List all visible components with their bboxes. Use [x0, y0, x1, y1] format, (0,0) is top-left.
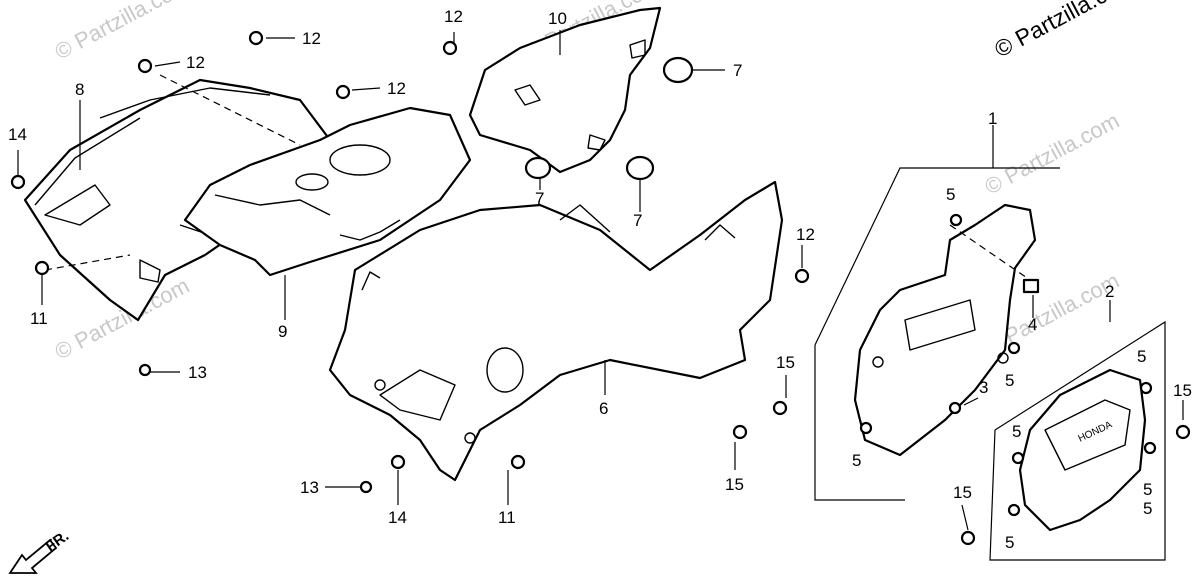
callout-11-bottom[interactable]: 11: [498, 508, 516, 527]
part-6-rear-fender-main: [328, 180, 784, 482]
callout-12-e[interactable]: 12: [796, 225, 815, 244]
part-9-center-panel: [183, 106, 472, 277]
callout-10[interactable]: 10: [548, 9, 567, 28]
callout-5-h[interactable]: 5: [1143, 499, 1152, 518]
callout-14-bottom[interactable]: 14: [388, 508, 407, 527]
callout-15-d[interactable]: 15: [953, 483, 972, 502]
grommet-group: [524, 56, 694, 181]
callout-labels: 14 8 12 12 12 12 10 7 7 7 11 9 13 12 6 1…: [8, 7, 1192, 552]
part-8-rear-fender-left: [23, 78, 332, 322]
callout-12-b[interactable]: 12: [302, 29, 321, 48]
callout-14-left[interactable]: 14: [8, 125, 27, 144]
nut-icon: [1143, 441, 1157, 455]
callout-11-left[interactable]: 11: [30, 309, 48, 328]
bolt-icon: [960, 530, 976, 546]
front-direction-indicator: FR.: [8, 527, 72, 574]
grommet-icon: [625, 155, 655, 181]
watermark-6: © Partzilla.com: [981, 108, 1124, 200]
bolt-icon: [34, 260, 50, 276]
bolt-icon: [1175, 424, 1191, 440]
callout-13-bottom[interactable]: 13: [300, 478, 319, 497]
nut-icon: [1007, 503, 1021, 517]
callout-5-c[interactable]: 5: [852, 451, 861, 470]
callout-5-f[interactable]: 5: [1143, 480, 1152, 499]
grommet-icon: [662, 56, 694, 84]
nut-icon: [949, 213, 963, 227]
callout-7-c[interactable]: 7: [633, 211, 642, 230]
front-arrow-icon: [8, 538, 58, 574]
nut-icon: [1007, 341, 1021, 355]
grommet-icon: [524, 156, 552, 180]
callout-7-a[interactable]: 7: [733, 61, 742, 80]
callout-7-b[interactable]: 7: [535, 189, 544, 208]
callout-6[interactable]: 6: [599, 399, 608, 418]
part-1-bracket-plate: [853, 203, 1037, 457]
callout-5-b[interactable]: 5: [1005, 371, 1014, 390]
bolt-icon: [772, 400, 788, 416]
callout-12-a[interactable]: 12: [186, 53, 205, 72]
callout-8[interactable]: 8: [75, 80, 84, 99]
callout-5-a[interactable]: 5: [946, 185, 955, 204]
leader-lines: [17, 30, 1184, 531]
clip-icon: [248, 30, 264, 46]
bolt-icon: [510, 454, 526, 470]
callout-1[interactable]: 1: [988, 109, 997, 128]
watermark-corner: © Partzilla.com: [990, 0, 1139, 62]
bolt-icon: [10, 174, 26, 190]
clip-icon: [137, 58, 153, 74]
clip-nut-icon: [1022, 278, 1040, 294]
watermark-1: © Partzilla.com: [51, 0, 194, 64]
callout-5-g[interactable]: 5: [1005, 533, 1014, 552]
callout-5-d[interactable]: 5: [1137, 347, 1146, 366]
callout-9[interactable]: 9: [278, 322, 287, 341]
callout-5-e[interactable]: 5: [1012, 422, 1021, 441]
bolt-icon: [732, 424, 748, 440]
nut-icon: [1139, 381, 1153, 395]
nut-icon: [948, 401, 962, 415]
callout-15-c[interactable]: 15: [1173, 381, 1192, 400]
bolt-icon: [390, 454, 406, 470]
clip-icon: [442, 40, 458, 56]
screw-icon: [138, 363, 152, 377]
clip-icon: [794, 268, 810, 284]
callout-15-a[interactable]: 15: [776, 353, 795, 372]
part-10-side-cover: [468, 6, 662, 174]
clip-icon: [335, 84, 351, 100]
callout-15-b[interactable]: 15: [725, 475, 744, 494]
assembly-outlines: [44, 74, 1166, 561]
nut-icon: [1011, 451, 1025, 465]
fastener-group: [10, 30, 1191, 546]
part-2-cover: HONDA: [1018, 368, 1147, 532]
nut-icon: [859, 421, 873, 435]
callout-3[interactable]: 3: [979, 378, 988, 397]
callout-12-c[interactable]: 12: [444, 7, 463, 26]
callout-4[interactable]: 4: [1028, 315, 1037, 334]
callout-13-left[interactable]: 13: [188, 363, 207, 382]
screw-icon: [359, 480, 373, 494]
callout-12-d[interactable]: 12: [387, 79, 406, 98]
callout-2[interactable]: 2: [1105, 282, 1114, 301]
